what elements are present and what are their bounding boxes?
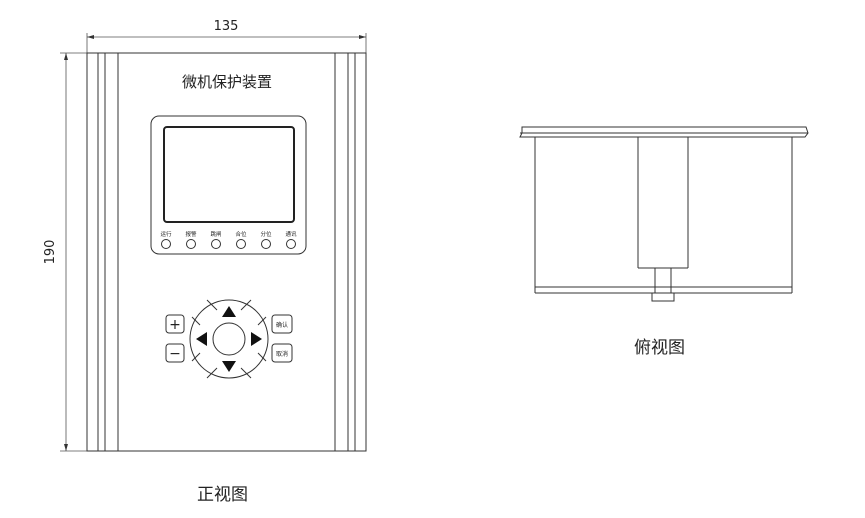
top-view [519,126,809,302]
indicator-label: 报警 [185,230,197,238]
plus-key[interactable] [165,314,185,334]
plus-key-label: + [169,317,181,333]
right-arrow-icon[interactable] [251,332,262,346]
cancel-key[interactable] [271,343,293,363]
indicator-led [286,239,296,249]
indicator-label: 跳闸 [210,230,221,238]
height-dimension-label: 190 [43,240,58,265]
down-arrow-icon[interactable] [222,361,236,372]
indicator-led [261,239,271,249]
device-title: 微机保护装置 [182,73,272,91]
confirm-key-label: 确认 [276,321,288,329]
indicator-label: 运行 [160,230,172,238]
lcd-screen [163,126,295,223]
left-arrow-icon[interactable] [196,332,207,346]
front-view: 微机保护装置 运行 报警 跳闸 合位 分位 通讯 + − 确认 取消 [86,52,367,452]
indicator-led [236,239,246,249]
indicator-label: 合位 [235,230,247,238]
cancel-key-label: 取消 [276,350,288,358]
width-dimension-label: 135 [214,19,239,34]
indicator-led [186,239,196,249]
top-view-caption: 俯视图 [634,338,685,358]
confirm-key[interactable] [271,314,293,334]
front-view-caption: 正视图 [197,485,248,505]
indicator-label: 通讯 [285,230,297,238]
indicator-led [161,239,171,249]
indicator-label: 分位 [260,230,272,238]
width-dimension: 135 [86,19,367,53]
indicator-led [211,239,221,249]
navigation-pad [189,299,269,379]
up-arrow-icon[interactable] [222,306,236,317]
minus-key[interactable] [165,343,185,363]
minus-key-label: − [169,346,181,362]
height-dimension: 190 [43,52,87,452]
display-bezel [150,115,307,255]
